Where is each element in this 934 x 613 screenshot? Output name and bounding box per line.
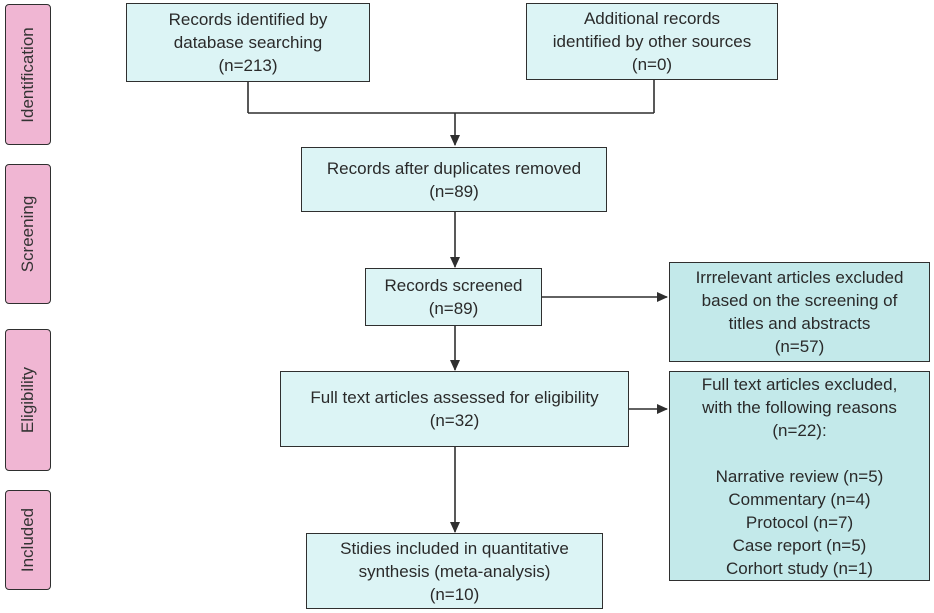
box-duplicates-removed: Records after duplicates removed (n=89) xyxy=(301,147,607,212)
database-search-count: (n=213) xyxy=(218,56,278,75)
exclusion-reason-commentary: Commentary (n=4) xyxy=(728,489,871,509)
phase-screening-label: Screening xyxy=(18,195,37,273)
box-full-text-excluded: Full text articles excluded, with the fo… xyxy=(669,371,930,581)
full-text-excluded-header-2: with the following reasons xyxy=(702,397,897,417)
exclusion-reason-cohort-study: Corhort study (n=1) xyxy=(726,558,873,578)
duplicates-removed-count: (n=89) xyxy=(429,181,479,201)
phase-identification-label: Identification xyxy=(18,26,37,123)
phase-eligibility: Eligibility xyxy=(5,329,51,471)
full-text-excluded-header-1: Full text articles excluded, xyxy=(701,374,898,394)
box-database-search: Records identified by database searching… xyxy=(126,3,370,82)
included-studies-line-1: Stidies included in quantitative xyxy=(340,538,569,558)
phase-included-label: Included xyxy=(18,507,37,573)
excluded-screening-count: (n=57) xyxy=(774,337,825,356)
exclusion-reason-case-report: Case report (n=5) xyxy=(732,535,867,555)
box-records-screened: Records screened (n=89) xyxy=(365,268,542,326)
included-studies-count: (n=10) xyxy=(429,584,480,604)
other-sources-count: (n=0) xyxy=(631,55,673,74)
phase-identification: Identification xyxy=(5,4,51,145)
box-included-studies: Stidies included in quantitative synthes… xyxy=(306,533,603,609)
records-screened-line-1: Records screened xyxy=(384,276,523,295)
records-screened-count: (n=89) xyxy=(428,299,479,318)
other-sources-line-2: identified by other sources xyxy=(552,32,752,51)
box-other-sources: Additional records identified by other s… xyxy=(526,3,778,80)
database-search-line-1: Records identified by xyxy=(168,10,328,29)
box-excluded-screening: Irrrelevant articles excluded based on t… xyxy=(669,262,930,362)
phase-screening: Screening xyxy=(5,164,51,304)
included-studies-line-2: synthesis (meta-analysis) xyxy=(358,561,551,581)
full-text-assessed-count: (n=32) xyxy=(429,411,480,430)
database-search-line-2: database searching xyxy=(173,33,323,52)
full-text-excluded-count: (n=22): xyxy=(772,420,827,440)
excluded-screening-line-1: Irrrelevant articles excluded xyxy=(695,268,904,287)
box-full-text-assessed: Full text articles assessed for eligibil… xyxy=(280,371,629,447)
exclusion-reason-protocol: Protocol (n=7) xyxy=(745,512,854,532)
excluded-screening-line-3: titles and abstracts xyxy=(728,314,871,333)
other-sources-line-1: Additional records xyxy=(583,9,721,28)
phase-included: Included xyxy=(5,490,51,590)
full-text-assessed-line-1: Full text articles assessed for eligibil… xyxy=(310,388,599,407)
duplicates-removed-line-1: Records after duplicates removed xyxy=(326,158,582,178)
phase-eligibility-label: Eligibility xyxy=(18,366,37,434)
excluded-screening-line-2: based on the screening of xyxy=(701,291,898,310)
exclusion-reason-narrative-review: Narrative review (n=5) xyxy=(715,466,884,486)
